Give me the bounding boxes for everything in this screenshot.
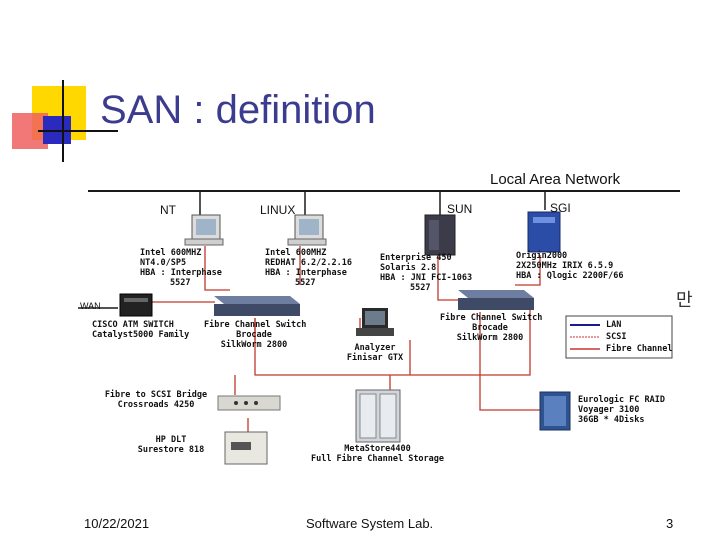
raid-icon	[539, 391, 571, 431]
host-sun-name: SUN	[447, 202, 473, 216]
footer-lab: Software System Lab.	[306, 516, 434, 531]
host-nt-name: NT	[160, 203, 176, 217]
slide-title: SAN : definition	[100, 88, 376, 132]
legend-scsi-label: SCSI	[606, 332, 627, 342]
sgi-server-icon	[527, 211, 561, 253]
page-number: 3	[666, 516, 674, 531]
host-linux-name: LINUX	[260, 203, 296, 217]
fc-switch-right-icon	[458, 290, 534, 310]
footer-date: 10/22/2021	[84, 516, 150, 531]
atm-switch-label: CISCO ATM SWITCH Catalyst5000 Family	[92, 320, 190, 340]
wan-label: WAN	[80, 301, 101, 311]
decorative-line-horizontal	[38, 130, 118, 132]
fc-switch-left-icon	[214, 296, 300, 316]
bridge-icon	[217, 395, 281, 411]
linux-monitor-icon	[287, 214, 327, 246]
sun-server-icon	[424, 214, 456, 256]
dlt-icon	[224, 431, 268, 465]
metastore-label: MetaStore4400 Full Fibre Channel Storage	[310, 444, 445, 464]
nt-monitor-icon	[184, 214, 224, 246]
lan-label: Local Area Network	[490, 171, 621, 188]
raid-label: Eurologic FC RAID Voyager 3100 36GB * 4D…	[578, 395, 665, 425]
metastore-icon	[355, 389, 401, 443]
analyzer-laptop-icon	[356, 308, 394, 336]
atm-switch-icon	[119, 293, 153, 317]
sun-spec: Enterprise 450 Solaris 2.8 HBA : JNI FCI…	[380, 253, 473, 293]
legend-lan-label: LAN	[606, 320, 622, 330]
analyzer-label: Analyzer Finisar GTX	[346, 343, 404, 363]
linux-spec: Intel 600MHZ REDHAT 6.2/2.2.16 HBA : Int…	[265, 248, 352, 288]
stray-glyph: 만	[676, 290, 693, 311]
decorative-line-vertical	[62, 80, 64, 162]
fc-switch-right-label: Fibre Channel Switch Brocade SilkWorm 28…	[440, 313, 543, 343]
fc-switch-left-label: Fibre Channel Switch Brocade SilkWorm 28…	[204, 320, 307, 350]
host-sgi-name: SGI	[550, 201, 571, 215]
nt-spec: Intel 600MHZ NT4.0/SP5 HBA : Interphase …	[140, 248, 222, 288]
legend-fibre-label: Fibre Channel	[606, 344, 673, 354]
sgi-spec: Origin2000 2X250MHz IRIX 6.5.9 HBA : Qlo…	[516, 251, 624, 281]
bridge-label: Fibre to SCSI Bridge Crossroads 4250	[104, 390, 208, 410]
dlt-label: HP DLT Surestore 818	[137, 435, 205, 455]
